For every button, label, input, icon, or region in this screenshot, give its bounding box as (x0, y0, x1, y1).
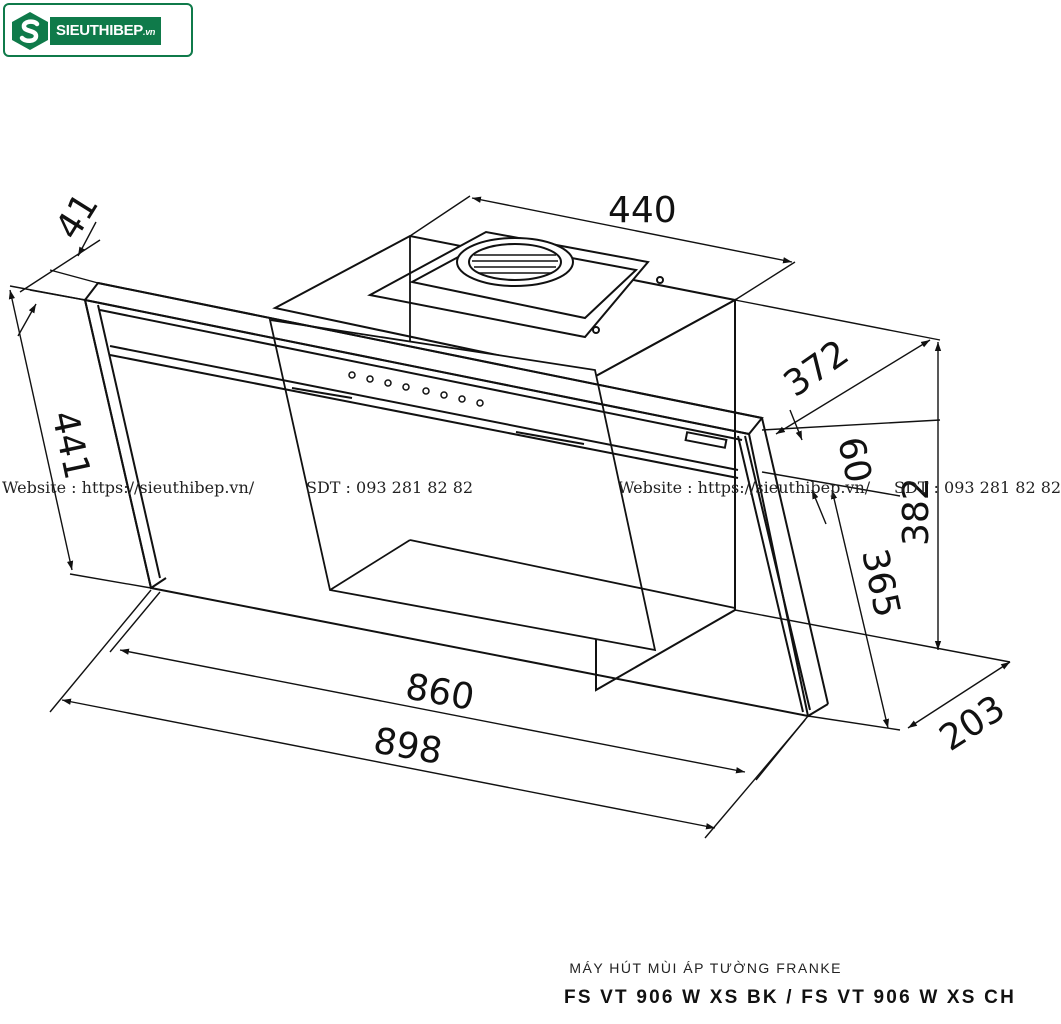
watermark-phone: SDT : 093 281 82 82 (306, 478, 474, 497)
dim-front-height: 441 (43, 407, 97, 483)
dimension-lines (8, 195, 1011, 839)
logo-s-icon (12, 12, 48, 50)
watermark-website: Website : https://sieuthibep.vn/ (2, 478, 255, 497)
product-category-caption: MÁY HÚT MÙI ÁP TƯỜNG FRANKE (569, 960, 842, 976)
dim-side-height: 365 (853, 545, 907, 621)
site-logo: SIEUTHIBEP.vn (3, 3, 193, 57)
dim-top-width: 440 (608, 190, 677, 231)
hood-dimension-drawing: 440 372 41 441 60 382 365 203 860 898 (8, 186, 1013, 839)
watermark-website-2: Website : https://sieuthibep.vn/ (618, 478, 871, 497)
dim-inner-width: 860 (402, 666, 477, 718)
dim-side-depth: 372 (777, 332, 857, 405)
dim-bracket: 60 (829, 433, 879, 486)
dim-base-depth: 203 (933, 688, 1013, 760)
logo-wordmark: SIEUTHIBEP.vn (50, 17, 162, 45)
dim-back-height: 382 (896, 477, 937, 546)
dim-overall-width: 898 (370, 720, 445, 772)
dim-thickness-top: 41 (48, 186, 107, 247)
control-buttons (291, 371, 585, 445)
watermark-phone-2: SDT : 093 281 82 82 (894, 478, 1061, 497)
product-models-caption: FS VT 906 W XS BK / FS VT 906 W XS CH (564, 987, 1016, 1008)
